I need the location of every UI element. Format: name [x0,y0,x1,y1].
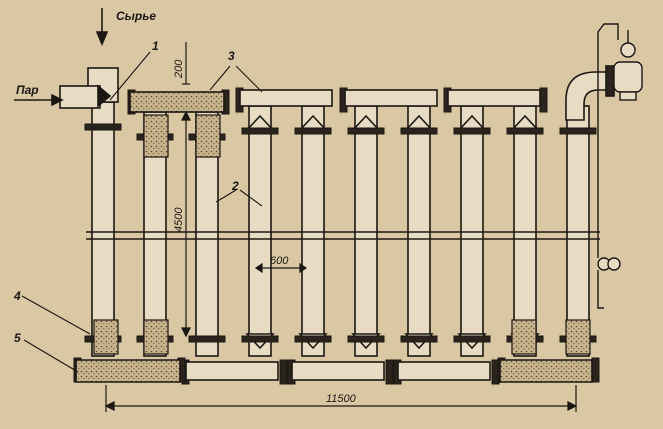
furnace-tube [566,105,590,357]
top-return-bends [129,89,541,113]
tube-flange [453,127,491,135]
tube-flange [400,127,438,135]
level-gauge-line [597,23,621,309]
callout-2: 2 [231,179,239,193]
steam-label: Пар [16,83,39,97]
tube-flange [188,335,226,343]
bend-flange [279,359,288,385]
bend-flange [539,87,548,113]
dimension-lines [104,42,578,412]
tube-flange [347,335,385,343]
feed-label: Сырье [116,9,156,23]
tube-flange [84,123,122,131]
callout-4: 4 [13,289,21,303]
callout-leaders [21,51,263,373]
insulation-bottom [93,319,591,355]
bend-flange [385,359,394,385]
tube-flange [241,335,279,343]
tube-flange [400,335,438,343]
furnace-tube [513,105,537,357]
tube-flange [294,335,332,343]
furnace-tube [460,105,484,357]
furnace-tube [91,101,115,357]
valve [613,30,643,101]
tube-flange [347,127,385,135]
bottom-return-bends [75,359,593,383]
tube-flange [559,127,597,135]
tube-flange [294,127,332,135]
callout-3: 3 [228,49,235,63]
furnace-tube [407,105,431,357]
steam-arrow [14,93,64,107]
furnace-tube [301,105,325,357]
dimension-600: 600 [270,255,289,267]
tube-flange [241,127,279,135]
furnace-tube [354,105,378,357]
insulation-top [143,114,221,158]
callout-1: 1 [152,39,159,53]
support-band [86,231,600,240]
inlet-tee [59,67,119,109]
tube-flange [506,127,544,135]
furnace-tube [248,105,272,357]
tube-flange [453,335,491,343]
dimension-200: 200 [173,59,185,79]
callout-5: 5 [14,331,21,345]
dimension-11500: 11500 [326,393,357,405]
bend-flange [591,357,600,383]
dimension-4500: 4500 [173,207,185,232]
feed-arrow [95,8,109,47]
outlet-elbow [565,65,615,121]
